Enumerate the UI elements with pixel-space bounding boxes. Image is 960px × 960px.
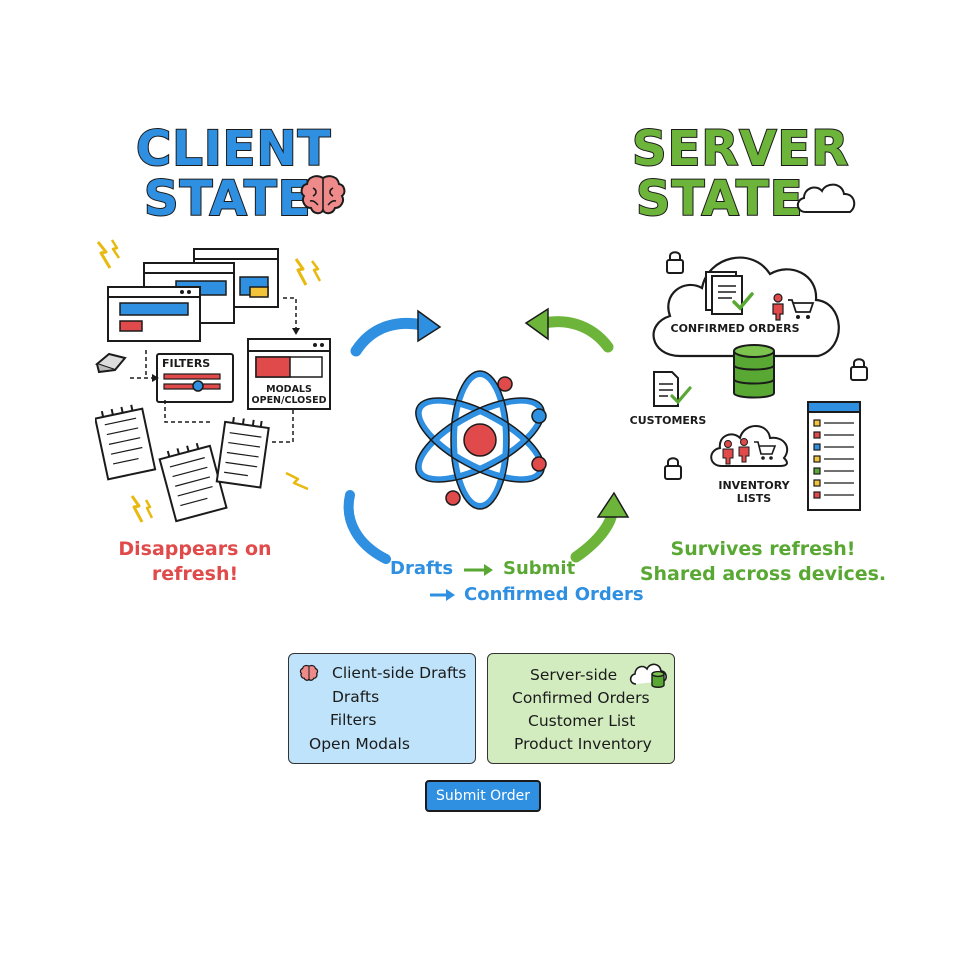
flow-step-submit: Submit xyxy=(503,558,576,579)
confirmed-orders-label: CONFIRMED ORDERS xyxy=(670,322,800,335)
flow-step-drafts: Drafts xyxy=(390,558,454,579)
client-title-line2: STATE xyxy=(143,171,312,227)
server-panel-item-confirmed-orders: Confirmed Orders xyxy=(512,689,650,707)
server-caption-line1: Survives refresh! xyxy=(670,538,856,560)
server-side-panel: Server-side Confirmed Orders Customer Li… xyxy=(487,653,675,764)
shopper-cart-icon xyxy=(772,293,815,321)
inventory-label-line1: INVENTORY xyxy=(718,479,790,492)
server-title-line2: STATE xyxy=(635,171,804,227)
arrow-right-icon xyxy=(464,564,493,576)
brain-icon xyxy=(300,175,346,215)
lock-icon xyxy=(664,457,682,480)
blue-arrow-bottom xyxy=(343,490,391,564)
customers-cloud-icon xyxy=(710,425,789,467)
modals-label-line1: MODALS xyxy=(266,384,312,395)
cloud-database-icon xyxy=(629,663,667,688)
client-side-panel: Client-side Drafts Drafts Filters Open M… xyxy=(288,653,476,764)
client-panel-item-drafts: Drafts xyxy=(332,688,380,706)
notepads-illustration xyxy=(95,404,270,523)
green-arrow-top xyxy=(538,316,614,353)
lock-icon xyxy=(850,358,868,381)
lightning-icon xyxy=(285,471,309,491)
cloud-icon xyxy=(796,183,856,213)
browser-windows-illustration xyxy=(107,248,279,342)
modal-window-illustration xyxy=(247,338,331,410)
lightning-icon xyxy=(130,495,154,523)
lightning-icon xyxy=(96,239,121,269)
server-caption-line2: Shared across devices. xyxy=(639,563,887,585)
client-caption-line1: Disappears on xyxy=(118,538,272,560)
server-panel-heading: Server-side xyxy=(530,666,618,684)
modals-label-line2: OPEN/CLOSED xyxy=(251,395,327,406)
react-atom-icon xyxy=(415,370,547,510)
documents-check-icon xyxy=(705,271,754,315)
flow-step-confirmed-orders: Confirmed Orders xyxy=(464,584,644,605)
client-dashed-connectors xyxy=(130,297,300,443)
client-title-line1: CLIENT xyxy=(135,121,332,177)
client-caption-line2: refresh! xyxy=(151,563,239,585)
customers-document-icon xyxy=(653,371,692,407)
cycle-arrows xyxy=(343,307,630,564)
lightning-icon xyxy=(294,258,322,286)
arrow-right-icon xyxy=(430,589,455,601)
client-panel-item-open-modals: Open Modals xyxy=(309,735,410,753)
green-arrow-bottom xyxy=(570,505,618,563)
blue-arrow-top xyxy=(350,317,428,357)
client-panel-item-filters: Filters xyxy=(330,711,377,729)
server-title-line1: SERVER xyxy=(631,121,850,177)
server-panel-item-customer-list: Customer List xyxy=(528,712,636,730)
inventory-label-line2: LISTS xyxy=(736,492,772,505)
server-cloud-illustration xyxy=(652,256,840,358)
inventory-list-icon xyxy=(807,401,861,511)
filters-label: FILTERS xyxy=(162,357,211,370)
customers-label: CUSTOMERS xyxy=(629,414,707,427)
server-panel-item-product-inventory: Product Inventory xyxy=(514,735,652,753)
submit-order-button[interactable]: Submit Order xyxy=(425,780,541,812)
filter-sliders xyxy=(163,373,221,392)
database-icon xyxy=(733,344,775,399)
eraser-icon xyxy=(94,352,127,374)
client-panel-heading: Client-side Drafts xyxy=(332,664,467,682)
lock-icon xyxy=(666,251,684,274)
brain-icon xyxy=(299,664,319,681)
